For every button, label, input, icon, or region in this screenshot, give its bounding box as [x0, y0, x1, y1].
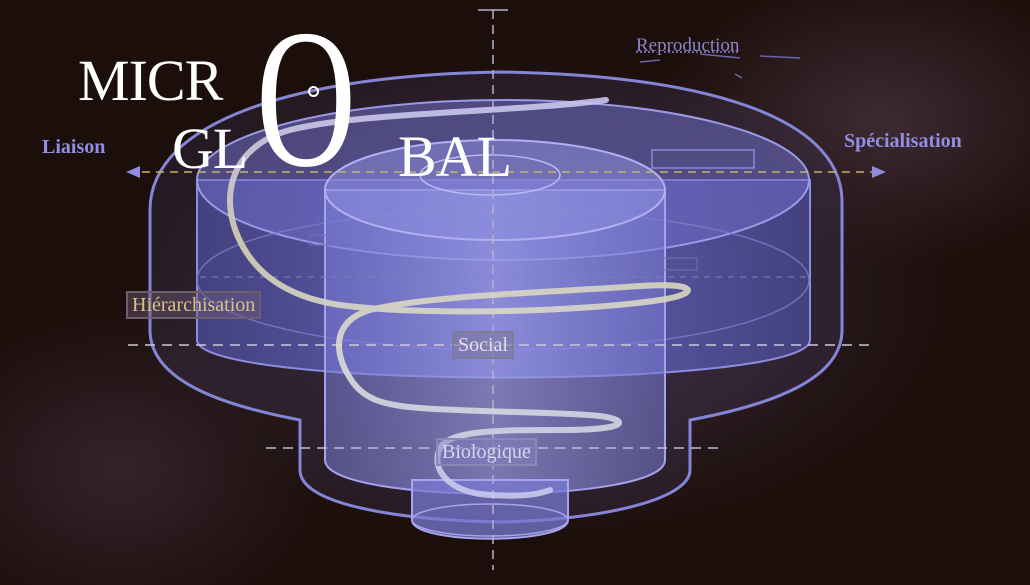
- central-cylinder-top: [324, 139, 666, 241]
- central-cylinder-core: [419, 154, 561, 196]
- axis-label-specialisation: Spécialisation: [844, 130, 962, 152]
- marker-box-top-right: [651, 149, 755, 169]
- level-label-biologique: Biologique: [436, 438, 537, 466]
- evolution-spiral: [226, 97, 691, 499]
- marker-box-right: [584, 257, 698, 271]
- lower-cylinder-bottom: [411, 503, 569, 537]
- axis-label-liaison: Liaison: [42, 136, 106, 158]
- axis-label-reproduction: Reproduction: [636, 35, 740, 56]
- marker-box-left: [309, 234, 371, 246]
- title-small-o-icon: [308, 86, 319, 97]
- level-label-hierarchisation: Hiérarchisation: [126, 291, 262, 319]
- axis-left-arrowhead: [126, 166, 140, 178]
- level-label-social: Social: [452, 331, 514, 359]
- title-gl: GL: [172, 116, 248, 181]
- reproduction-scribble: [639, 53, 801, 79]
- title-micr: MICR: [78, 48, 223, 113]
- axis-right-arrowhead: [872, 166, 886, 178]
- title-big-o: O: [256, 0, 357, 208]
- title-bal: BAL: [398, 124, 512, 189]
